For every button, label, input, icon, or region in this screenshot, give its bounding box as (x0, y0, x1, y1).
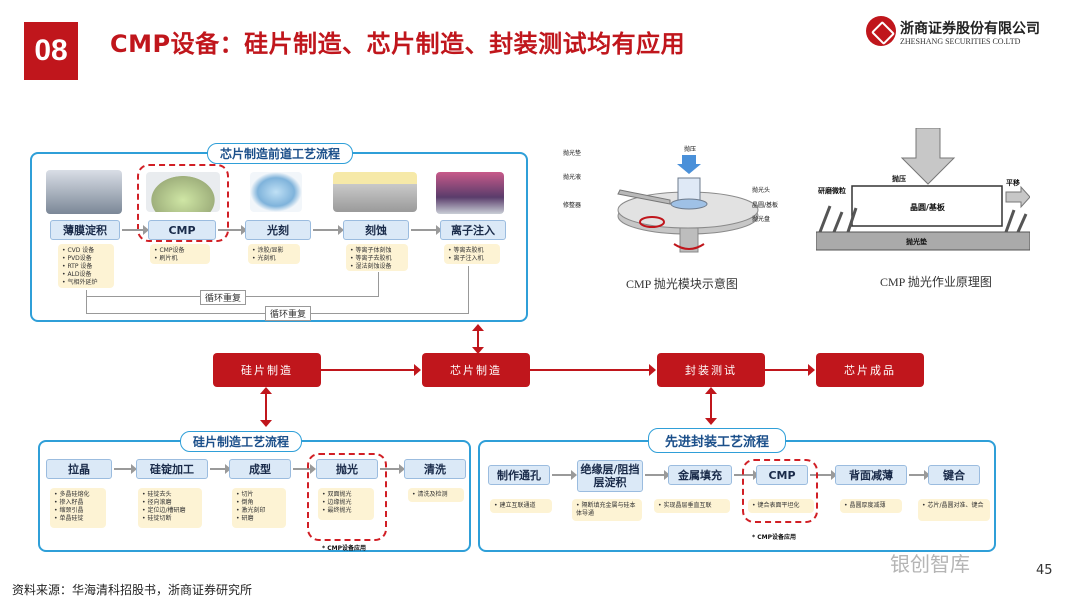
page-number: 45 (1036, 563, 1053, 578)
label-slurry: 抛光液 (563, 174, 582, 181)
page-title: CMP设备：硅片制造、芯片制造、封装测试均有应用 (110, 30, 686, 58)
note-crystal-pulling: 多晶硅熔化掺入籽晶缩颈引晶单晶硅锭 (50, 488, 106, 528)
flow-packaging-test: 封装测试 (657, 353, 765, 387)
step-etch: 刻蚀 (343, 220, 409, 240)
label-principle-wafer: 晶圆/基板 (910, 203, 945, 212)
note-etch: 等离子体刻蚀等离子去胶机湿法刻蚀设备 (346, 244, 408, 271)
front-end-label: 芯片制造前道工艺流程 (207, 143, 354, 164)
principle-caption: CMP 抛光作业原理图 (880, 275, 992, 289)
arrow (114, 464, 137, 474)
flow-arrow (530, 364, 656, 376)
note-thin-film: CVD 设备PVD设备RTP 设备ALD设备气相外延炉 (58, 244, 114, 288)
step-ingot-processing: 硅锭加工 (136, 459, 208, 479)
note-insulation: 隔断填充金属与硅本体导通 (572, 499, 642, 521)
arrow (122, 225, 149, 235)
arrow (810, 470, 837, 480)
slide-number: 08 (24, 22, 78, 80)
v-arrow-chip (472, 324, 484, 354)
step-insulation: 绝缘层/阻挡层淀积 (577, 460, 643, 492)
watermark: 银创智库 (890, 552, 970, 576)
loop-line (378, 272, 379, 296)
wafer-cmp-note: * CMP设备应用 (322, 545, 366, 552)
packaging-panel (478, 440, 996, 552)
label-platen: 抛光盘 (752, 216, 771, 223)
label-pressure: 抛压 (684, 146, 697, 153)
step-metal-fill: 金属填充 (668, 465, 732, 485)
arrow (313, 225, 344, 235)
step-insulation-label: 绝缘层/阻挡层淀积 (580, 462, 640, 489)
label-polish-pad: 抛光垫 (563, 150, 582, 157)
arrow (210, 464, 231, 474)
loop-label-2: 循环重复 (265, 306, 312, 321)
pvd-chamber-image (46, 170, 122, 214)
arrow (218, 225, 247, 235)
package-cmp-highlight (742, 459, 818, 523)
step-cleaning: 清洗 (404, 459, 466, 479)
module-caption: CMP 抛光模块示意图 (626, 277, 738, 291)
step-polishing: 抛光 (316, 459, 378, 479)
logo-en-text: ZHESHANG SECURITIES CO.LTD (900, 37, 1021, 46)
cmp-machine-image (146, 172, 220, 212)
company-logo: 浙商证券股份有限公司 ZHESHANG SECURITIES CO.LTD (866, 16, 1056, 56)
arrow (552, 470, 577, 480)
note-shaping: 切片倒角激光刻印研磨 (232, 488, 286, 528)
flow-final-chip: 芯片成品 (816, 353, 924, 387)
label-conditioner: 修整器 (563, 202, 582, 209)
label-translate: 平移 (1006, 179, 1020, 187)
wafer-label: 硅片制造工艺流程 (180, 431, 303, 452)
loop-label-1: 循环重复 (200, 290, 247, 305)
step-back-thinning: 背面减薄 (835, 465, 907, 485)
arrow (293, 464, 316, 474)
cmp-highlight (137, 164, 229, 242)
step-cmp: CMP (148, 220, 216, 240)
logo-cn-text: 浙商证券股份有限公司 (900, 21, 1040, 37)
polish-highlight (307, 453, 387, 541)
note-via: 建立互联通道 (490, 499, 552, 513)
arrow (411, 225, 442, 235)
implant-image (436, 172, 504, 214)
arrow (909, 470, 930, 480)
note-bonding: 芯片/晶圆对准、键合 (918, 499, 990, 521)
packaging-cmp-note: * CMP设备应用 (752, 534, 796, 541)
arrow (645, 470, 670, 480)
label-principle-pad: 抛光垫 (906, 238, 927, 246)
label-principle-pressure: 抛压 (892, 175, 906, 183)
v-arrow-packaging (705, 387, 717, 425)
v-arrow-wafer (260, 387, 272, 427)
note-cmp: CMP设备刷片机 (150, 244, 210, 264)
label-wafer: 晶圆/基板 (752, 202, 779, 209)
flow-arrow (321, 364, 421, 376)
cmp-module-diagram (600, 150, 772, 255)
note-ingot-processing: 硅锭去头径向滚磨定位边/槽研磨硅锭切断 (138, 488, 202, 528)
step-shaping: 成型 (229, 459, 291, 479)
logo-icon (866, 16, 896, 46)
note-lithography: 涂胶/显影光刻机 (248, 244, 300, 264)
step-thin-film: 薄膜淀积 (50, 220, 120, 240)
step-crystal-pulling: 拉晶 (46, 459, 112, 479)
note-implant: 等离去胶机离子注入机 (444, 244, 500, 264)
source-note: 资料来源：华海清科招股书，浙商证券研究所 (12, 583, 253, 597)
note-metal-fill: 实现晶层垂直互联 (654, 499, 730, 513)
note-cleaning: 清洗及检测 (408, 488, 464, 502)
step-implant: 离子注入 (440, 220, 506, 240)
packaging-label: 先进封装工艺流程 (648, 428, 787, 453)
note-polishing: 双面抛光边缘抛光最终抛光 (318, 488, 374, 520)
loop-line (468, 266, 469, 314)
flow-chip-manufacturing: 芯片制造 (422, 353, 530, 387)
step-bonding: 键合 (928, 465, 980, 485)
cmp-principle-diagram (815, 127, 1031, 252)
arrow (380, 464, 405, 474)
flow-wafer-manufacturing: 硅片制造 (213, 353, 321, 387)
step-lithography: 光刻 (245, 220, 311, 240)
etch-image (333, 172, 417, 212)
label-abrasive: 研磨微粒 (818, 187, 846, 195)
lithography-image (250, 172, 302, 212)
note-package-cmp: 键合表面平坦化 (748, 499, 814, 513)
step-via: 制作通孔 (488, 465, 550, 485)
loop-line (86, 290, 87, 314)
flow-arrow (765, 364, 815, 376)
step-package-cmp: CMP (756, 465, 808, 485)
note-back-thinning: 晶圆厚度减薄 (840, 499, 902, 513)
label-polish-head: 抛光头 (752, 187, 771, 194)
